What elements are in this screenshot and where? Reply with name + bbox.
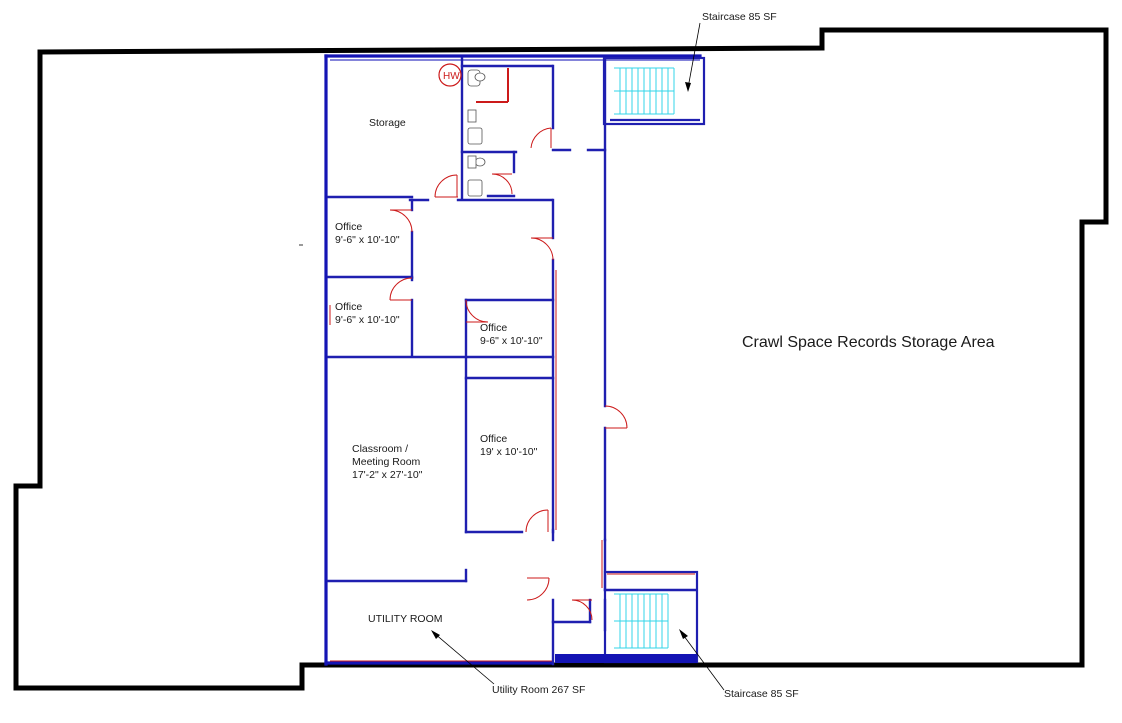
office-2-size: 9'-6" x 10'-10" [335,314,400,326]
leader-staircase-top [687,22,701,89]
arrow-staircase-bottom [679,629,688,639]
arrow-utility-room [431,630,440,639]
callout-staircase-bottom: Staircase 85 SF [724,688,799,700]
crawl-space-label: Crawl Space Records Storage Area [742,334,995,351]
classroom-line-2: Meeting Room [352,456,421,468]
arrow-staircase-top [685,82,691,92]
office-3-name: Office [480,322,507,334]
office-1-size: 9'-6" x 10'-10" [335,234,400,246]
building-outline [13,27,1109,691]
office-4-size: 19' x 10'-10" [480,446,538,458]
classroom-line-1: Classroom / [352,443,408,455]
office-4-name: Office [480,433,507,445]
classroom-line-3: 17'-2" x 27'-10" [352,469,423,481]
red-partitions [329,68,603,588]
storage-label: Storage [369,117,406,129]
leader-staircase-bottom [680,631,725,691]
office-3-size: 9-6" x 10'-10" [480,335,543,347]
water-heater-label: HW [443,71,460,82]
callout-utility-room: Utility Room 267 SF [492,684,585,696]
door-swings [389,127,628,621]
office-1-name: Office [335,221,362,233]
staircase-upper [602,56,706,126]
restroom-fixtures [467,69,486,197]
interior-walls [324,54,702,666]
callout-staircase-top: Staircase 85 SF [702,11,777,23]
water-heater-symbol [438,63,462,87]
utility-room-label: UTILITY ROOM [368,613,442,625]
leader-utility-room [433,632,495,685]
office-2-name: Office [335,301,362,313]
staircase-lower [555,570,699,664]
